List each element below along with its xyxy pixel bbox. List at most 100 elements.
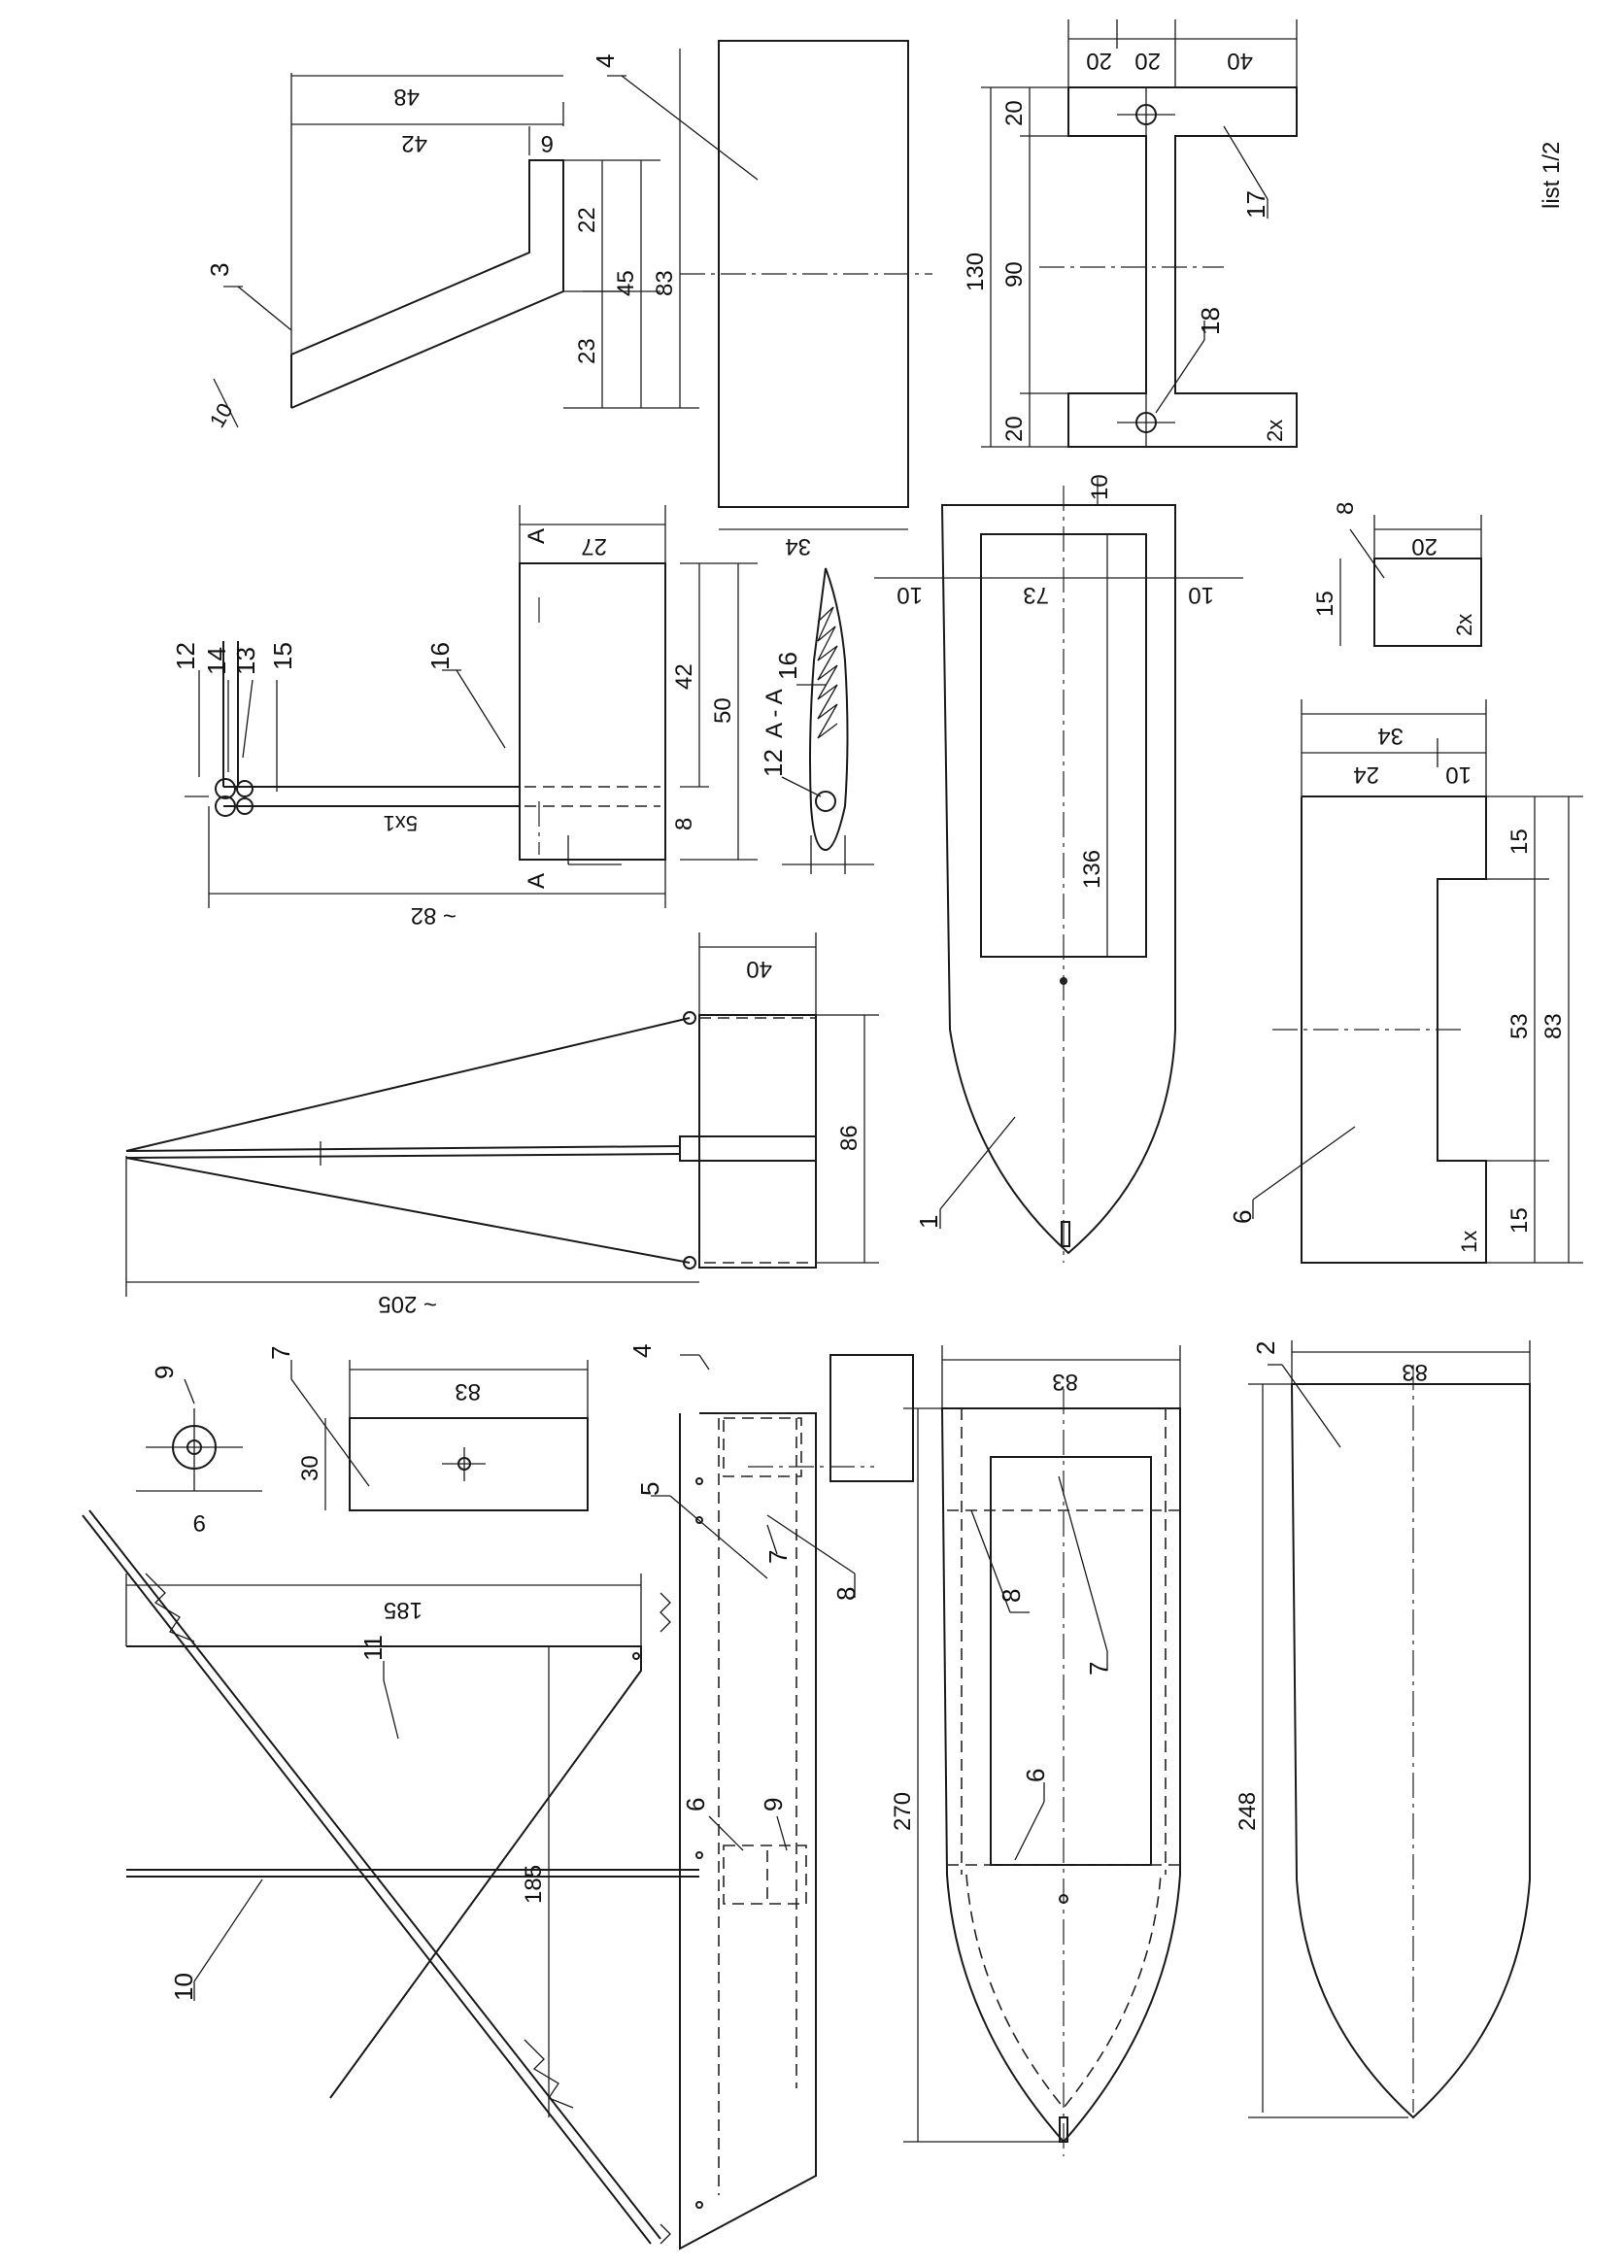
- part-5-keel-side: 4 5 7 8 6 9: [627, 1344, 914, 2251]
- section-mark-a-bottom: A: [524, 873, 550, 889]
- dim-20-d: 20: [1134, 48, 1161, 74]
- dim-9-a: 9: [193, 1509, 206, 1536]
- dim-90: 90: [1001, 261, 1028, 288]
- dim-50: 50: [710, 697, 736, 724]
- rig-view: 40 86 ~ 205: [125, 932, 879, 1317]
- dim-8: 8: [671, 818, 697, 830]
- qty-1x: 1x: [1457, 1231, 1481, 1253]
- dim-20-e: 20: [1411, 533, 1438, 559]
- boom-diagonal: [82, 1509, 661, 2245]
- part-8-plate: 20 15 8 2x: [1312, 502, 1482, 647]
- dim-53: 53: [1506, 1013, 1533, 1039]
- part-label-17: 17: [1241, 190, 1270, 219]
- dim-83-b: 83: [1540, 1013, 1567, 1039]
- qty-2x-a: 2x: [1263, 420, 1287, 442]
- part-6-frame: 34 24 10 15 53 15 83 6 1x: [1228, 699, 1583, 1264]
- dim-34-a: 34: [785, 533, 811, 559]
- dim-205: ~ 205: [378, 1291, 437, 1317]
- part-label-3: 3: [205, 263, 234, 277]
- dim-185-b: 185: [521, 1865, 547, 1904]
- dim-83-c: 83: [455, 1378, 481, 1405]
- part-label-14: 14: [202, 647, 231, 675]
- part-label-12-b: 12: [759, 749, 788, 777]
- dim-45: 45: [613, 270, 639, 296]
- dim-83-e: 83: [1402, 1359, 1428, 1385]
- dim-15-a: 15: [1312, 591, 1338, 617]
- dim-82: ~ 82: [411, 902, 457, 929]
- part-label-8-a: 8: [1333, 502, 1359, 515]
- dim-83-d: 83: [1052, 1369, 1078, 1395]
- dim-30: 30: [297, 1455, 323, 1481]
- part-label-9-b: 9: [759, 1798, 788, 1811]
- dim-10-a: 10: [205, 399, 238, 432]
- sheet-label: list 1/2: [1539, 142, 1565, 209]
- dim-24: 24: [1353, 762, 1379, 788]
- part-label-6-c: 6: [1021, 1769, 1050, 1782]
- part-label-4-bottom: 4: [627, 1344, 657, 1358]
- part-11-sail: 185 185 11: [125, 1574, 642, 2117]
- section-label: A - A: [761, 689, 788, 738]
- part-9-washer: 9 9: [136, 1366, 262, 1536]
- part-label-9-a: 9: [150, 1366, 179, 1379]
- section-mark-a-top: A: [524, 528, 550, 544]
- part-label-16-b: 16: [773, 652, 802, 680]
- part-label-7-a: 7: [266, 1346, 295, 1360]
- part-label-2: 2: [1251, 1341, 1280, 1355]
- dim-42-a: 42: [401, 130, 427, 156]
- dim-40-b: 40: [746, 956, 772, 982]
- part-label-6-a: 6: [1228, 1210, 1257, 1224]
- hull-with-keel-top: 83 270 8 7 6: [890, 1345, 1181, 2156]
- part-3-bracket: 48 42 6 22 23 45 83 10 3: [205, 49, 699, 432]
- dim-130: 130: [963, 253, 989, 291]
- dim-20-a: 20: [1001, 100, 1028, 126]
- dim-248: 248: [1235, 1792, 1261, 1831]
- part-label-5: 5: [635, 1482, 664, 1496]
- part-4-plate: 34 4: [591, 40, 932, 559]
- part-1-hull-top: 10 73 10 136 10 1: [874, 474, 1243, 1263]
- dim-10-b: 10: [897, 582, 923, 608]
- part-label-7-b: 7: [763, 1550, 793, 1564]
- part-label-1: 1: [914, 1215, 943, 1229]
- dim-48: 48: [393, 84, 420, 110]
- dim-40-a: 40: [1227, 48, 1253, 74]
- dim-73: 73: [1023, 582, 1049, 608]
- dim-6: 6: [541, 130, 554, 156]
- part-label-16-a: 16: [425, 642, 455, 670]
- dim-10-d: 10: [1087, 474, 1113, 500]
- dim-10-e: 10: [1445, 762, 1472, 788]
- part-17-plate: 130 90 20 20 20 20 40 17 18 2x: [963, 19, 1298, 448]
- part-label-6-b: 6: [681, 1798, 710, 1811]
- part-label-8-c: 8: [997, 1589, 1026, 1603]
- dim-83-a: 83: [652, 270, 678, 296]
- dim-42-b: 42: [671, 663, 697, 690]
- dim-20-c: 20: [1086, 48, 1112, 74]
- part-label-13: 13: [231, 647, 260, 675]
- dim-5x1: 5x1: [384, 811, 418, 835]
- part-7-plate: 83 30 7: [266, 1346, 589, 1511]
- dim-22: 22: [574, 207, 600, 233]
- dim-10-c: 10: [1188, 582, 1214, 608]
- dim-15-b: 15: [1506, 829, 1533, 855]
- part-label-12-a: 12: [171, 642, 200, 670]
- qty-2x-b: 2x: [1452, 614, 1476, 636]
- dim-27: 27: [581, 533, 607, 559]
- dim-34-b: 34: [1377, 723, 1404, 749]
- dim-15-c: 15: [1506, 1207, 1533, 1234]
- dim-185-a: 185: [384, 1597, 423, 1623]
- dim-136: 136: [1079, 850, 1105, 889]
- part-label-7-c: 7: [1084, 1662, 1113, 1676]
- dim-20-b: 20: [1001, 416, 1028, 442]
- part-2-hull-plate: 83 248 2: [1235, 1340, 1531, 2119]
- part-label-8-b: 8: [831, 1587, 861, 1601]
- section-a-a: A - A 12 16: [759, 567, 874, 874]
- part-label-4-top: 4: [591, 54, 620, 68]
- part-10-mast: 10: [126, 1869, 699, 2001]
- part-label-10-a: 10: [169, 1973, 198, 2001]
- dim-86: 86: [836, 1125, 863, 1151]
- dim-270: 270: [890, 1792, 916, 1831]
- dim-23: 23: [574, 338, 600, 364]
- rudder-assembly: A 27 A 42 50 8 5x1 ~ 82 12 14 13 15 16: [171, 505, 758, 929]
- part-label-11: 11: [358, 1635, 388, 1661]
- part-label-18: 18: [1196, 307, 1225, 335]
